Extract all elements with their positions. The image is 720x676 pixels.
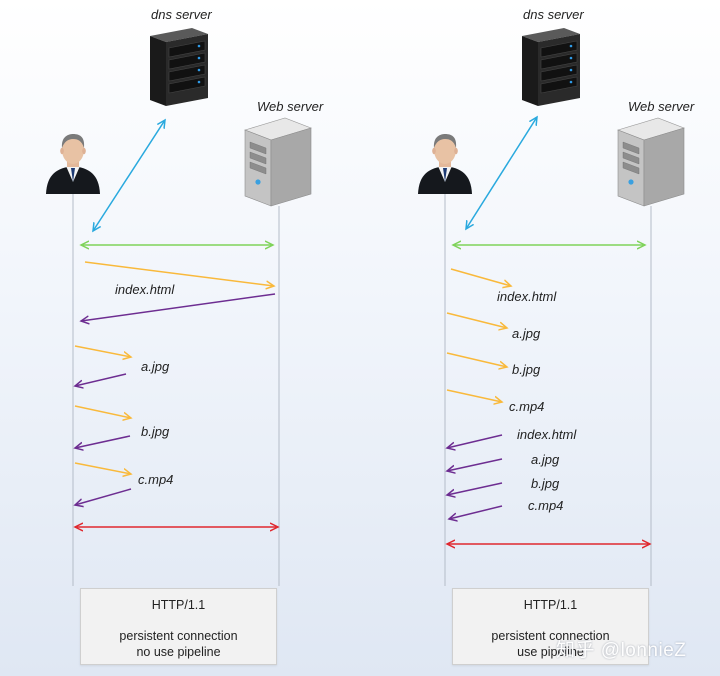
request-b-arrow [446, 352, 507, 367]
client-person-icon [46, 134, 100, 194]
message-label-c: c.mp4 [138, 472, 174, 487]
dns-server-label: dns server [151, 7, 212, 22]
request-label-b: b.jpg [512, 362, 541, 377]
watermark: 知乎 @lonnieZ [556, 640, 687, 661]
request-index-arrow [450, 268, 511, 286]
request-a-arrow [446, 312, 507, 328]
caption-box-left: HTTP/1.1 persistent connection no use pi… [80, 588, 277, 665]
request-label-c: c.mp4 [509, 399, 545, 414]
response-b-arrow [75, 435, 131, 448]
panel-left [46, 27, 312, 586]
dns-lookup-arrow [466, 117, 537, 229]
caption-line-2: use pipeline [517, 645, 584, 659]
caption-line-2: no use pipeline [136, 645, 221, 659]
dns-server-icon [521, 27, 581, 107]
caption-box-right: HTTP/1.1 persistent connection use pipel… [452, 588, 649, 665]
caption-line-1: persistent connection [491, 629, 610, 643]
message-label-a: a.jpg [141, 359, 170, 374]
response-label-index: index.html [517, 427, 577, 442]
response-label-a: a.jpg [531, 452, 560, 467]
response-c-arrow [75, 488, 132, 505]
request-a-arrow [74, 345, 131, 357]
response-c-arrow [449, 505, 503, 519]
message-label-index: index.html [115, 282, 175, 297]
dns-server-icon [149, 27, 209, 107]
request-b-arrow [74, 405, 131, 418]
dns-lookup-arrow [93, 120, 165, 231]
caption-title: HTTP/1.1 [523, 598, 578, 612]
web-server-icon [617, 117, 685, 207]
caption-line-1: persistent connection [119, 629, 238, 643]
response-a-arrow [75, 373, 127, 386]
response-label-c: c.mp4 [528, 498, 564, 513]
dns-server-label: dns server [523, 7, 584, 22]
caption-title: HTTP/1.1 [151, 598, 206, 612]
message-label-b: b.jpg [141, 424, 170, 439]
response-b-arrow [447, 482, 503, 495]
response-index-arrow [81, 293, 276, 321]
web-server-label: Web server [628, 99, 695, 114]
response-index-arrow [447, 434, 503, 448]
web-server-label: Web server [257, 99, 324, 114]
request-c-arrow [74, 462, 131, 474]
request-c-arrow [446, 389, 502, 402]
request-label-index: index.html [497, 289, 557, 304]
response-label-b: b.jpg [531, 476, 560, 491]
response-a-arrow [447, 458, 503, 471]
request-label-a: a.jpg [512, 326, 541, 341]
panel-right [418, 27, 685, 586]
request-index-arrow [84, 261, 274, 286]
client-person-icon [418, 134, 472, 194]
web-server-icon [244, 117, 312, 207]
